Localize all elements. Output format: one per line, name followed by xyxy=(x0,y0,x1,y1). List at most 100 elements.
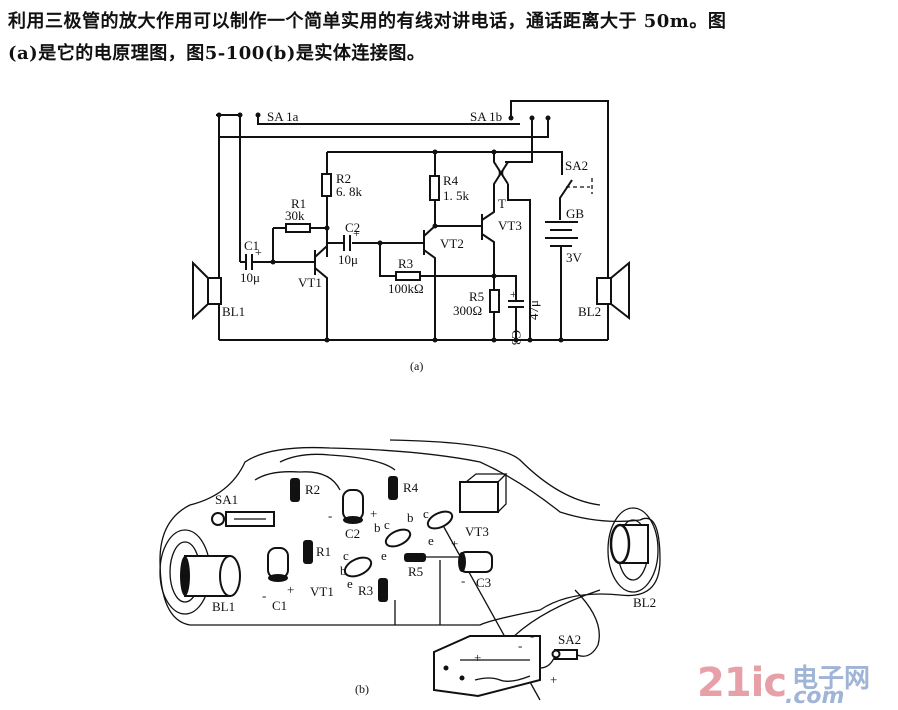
bl1-speaker-physical xyxy=(159,529,241,615)
sa1-physical-label: SA1 xyxy=(215,492,238,507)
svg-text:+: + xyxy=(353,226,360,240)
vt1-label: VT1 xyxy=(298,275,322,290)
svg-text:+: + xyxy=(510,287,517,301)
schematic-caption: (a) xyxy=(410,359,423,373)
r1-resistor xyxy=(285,223,311,233)
c1-value: 10μ xyxy=(240,270,260,285)
transformer-physical xyxy=(459,473,508,513)
sa2-switch-physical xyxy=(551,649,578,660)
svg-text:c: c xyxy=(384,517,390,532)
schematic-diagram: SA 1a SA 1b R2 6. 8k R1 30k + C1 10μ xyxy=(192,100,630,373)
r2-physical-label: R2 xyxy=(305,482,320,497)
sa2-label: SA2 xyxy=(565,158,588,173)
svg-text:+: + xyxy=(451,536,458,551)
common-line xyxy=(219,118,549,138)
bl2-physical-label: BL2 xyxy=(633,595,656,610)
svg-text:+: + xyxy=(370,506,377,521)
bl2-speaker xyxy=(596,260,630,321)
r1-label: R1 xyxy=(291,196,306,211)
svg-text:-: - xyxy=(328,508,332,523)
c2-value: 10μ xyxy=(338,252,358,267)
r4-physical xyxy=(388,476,398,500)
c2-capacitor xyxy=(343,235,351,251)
r1-physical xyxy=(303,540,313,564)
r3-resistor xyxy=(395,271,421,281)
intro-line-2: (a)是它的电原理图，图5-100(b)是实体连接图。 xyxy=(8,43,426,64)
vt3-label: VT3 xyxy=(498,218,522,233)
sa1a-line xyxy=(257,115,520,125)
c1-label: C1 xyxy=(244,238,259,253)
vt2-physical xyxy=(384,528,412,548)
transformer-label: T xyxy=(498,196,506,211)
c2-physical xyxy=(342,489,364,524)
vt1-physical xyxy=(343,556,373,578)
r2-physical xyxy=(290,478,300,502)
c1-physical xyxy=(267,547,289,582)
vcc-line xyxy=(327,151,563,168)
svg-text:b: b xyxy=(407,510,414,525)
bl2-label: BL2 xyxy=(578,304,601,319)
intro-line-1: 利用三极管的放大作用可以制作一个简单实用的有线对讲电话，通话距离大于 50m。图 xyxy=(8,11,727,32)
watermark-chinese: 电子网 xyxy=(792,664,871,694)
r4-value: 1. 5k xyxy=(443,188,470,203)
r5-label: R5 xyxy=(469,289,484,304)
r2-label: R2 xyxy=(336,171,351,186)
watermark-domain: .com xyxy=(785,684,845,709)
r4-resistor xyxy=(429,175,440,201)
board-outline xyxy=(159,446,661,626)
bl1-speaker xyxy=(192,260,222,321)
watermark-number: 21ic xyxy=(697,660,787,706)
vt2-label: VT2 xyxy=(440,236,464,251)
bl1-physical-label: BL1 xyxy=(212,599,235,614)
c3-value: 47μ xyxy=(526,300,541,320)
svg-text:-: - xyxy=(518,638,522,653)
c3-physical-label: C3 xyxy=(476,575,491,590)
svg-text:e: e xyxy=(381,548,387,563)
vt3-physical-label: VT3 xyxy=(465,524,489,539)
r3-label: R3 xyxy=(398,256,413,271)
gb-battery xyxy=(545,221,578,247)
r5-physical-label: R5 xyxy=(408,564,423,579)
c2-label: C2 xyxy=(345,220,360,235)
r1-value: 30k xyxy=(285,208,305,223)
c1-capacitor xyxy=(245,254,253,270)
sa2-physical-label: SA2 xyxy=(558,632,581,647)
c2-physical-label: C2 xyxy=(345,526,360,541)
svg-text:+: + xyxy=(474,650,481,665)
sa2-switch xyxy=(559,168,573,220)
sa1b-top-wire xyxy=(510,100,609,340)
vt1-physical-label: VT1 xyxy=(310,584,334,599)
sa1a-label: SA 1a xyxy=(267,109,299,124)
sa1b-label: SA 1b xyxy=(470,109,502,124)
c3-capacitor xyxy=(508,300,524,308)
svg-text:-: - xyxy=(530,628,534,643)
svg-text:c: c xyxy=(343,548,349,563)
r2-resistor xyxy=(321,173,332,197)
r4-label: R4 xyxy=(443,173,459,188)
intro-text: 利用三极管的放大作用可以制作一个简单实用的有线对讲电话，通话距离大于 50m。图… xyxy=(8,6,892,70)
gb-label: GB xyxy=(566,206,584,221)
sa1b-transformer-wire xyxy=(505,118,533,163)
svg-text:b: b xyxy=(374,520,381,535)
wiring-diagram: BL1 SA1 C1 - + R2 R1 C2 - + b xyxy=(159,439,661,701)
svg-text:+: + xyxy=(550,672,557,687)
svg-text:-: - xyxy=(262,588,266,603)
svg-text:c: c xyxy=(423,506,429,521)
c1-physical-label: C1 xyxy=(272,598,287,613)
r2-value: 6. 8k xyxy=(336,184,363,199)
svg-text:e: e xyxy=(428,533,434,548)
r5-resistor xyxy=(489,289,500,313)
gb-value: 3V xyxy=(566,250,583,265)
watermark-logo: 21ic 电子网 .com xyxy=(697,660,870,709)
wiring-caption: (b) xyxy=(355,682,369,696)
svg-text:-: - xyxy=(461,573,465,588)
c3-physical xyxy=(458,551,493,573)
sa1-switch-physical xyxy=(211,511,275,527)
bl2-speaker-physical xyxy=(607,507,659,593)
r3-value: 100kΩ xyxy=(388,281,424,296)
svg-text:+: + xyxy=(255,245,262,259)
svg-text:b: b xyxy=(340,563,347,578)
r1-physical-label: R1 xyxy=(316,544,331,559)
r4-physical-label: R4 xyxy=(403,480,419,495)
